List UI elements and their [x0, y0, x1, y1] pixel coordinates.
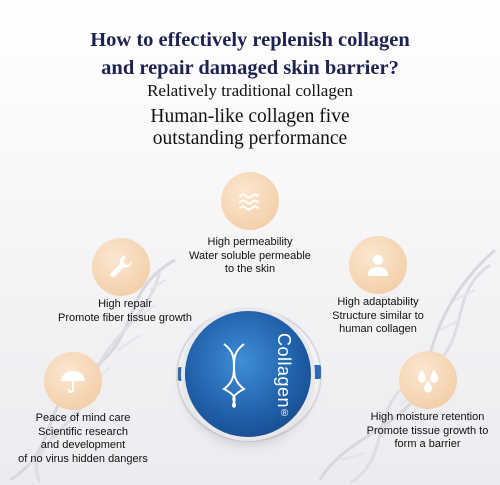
feature-permeability-line-3: to the skin: [224, 263, 276, 275]
subheading-human-like: Human-like collagen five outstanding per…: [0, 106, 500, 150]
feature-peace-line-4: of no virus hidden dangers: [18, 452, 148, 465]
feature-permeability-title: High permeability: [207, 236, 293, 248]
feature-moisture: High moisture retention Promote tissue g…: [360, 411, 495, 452]
feature-adaptability: High adaptability Structure similar to h…: [318, 296, 438, 337]
permeability-icon-circle: [221, 172, 279, 230]
dna-logo-icon: [222, 343, 246, 408]
feature-adaptability-title: High adaptability: [337, 296, 419, 308]
peace-icon-circle: [44, 352, 102, 410]
feature-moisture-title: High moisture retention: [370, 411, 485, 423]
product-name: Collagen: [274, 333, 294, 409]
person-icon: [368, 255, 388, 276]
repair-icon-circle: [92, 238, 150, 296]
waves-icon: [239, 193, 259, 211]
feature-peace-line-3: and development: [40, 439, 126, 451]
subheading-line-3: outstanding performance: [152, 128, 348, 149]
heading-line-2: and repair damaged skin barrier?: [101, 57, 399, 79]
feature-moisture-line-3: form a barrier: [394, 438, 461, 450]
adaptability-icon-circle: [349, 236, 407, 294]
subheading-line-2: Human-like collagen five: [150, 106, 350, 127]
feature-adaptability-line-3: human collagen: [339, 323, 417, 335]
feature-adaptability-line-2: Structure similar to: [332, 309, 424, 322]
feature-moisture-line-2: Promote tissue growth to: [366, 424, 489, 437]
main-heading: How to effectively replenish collagen an…: [0, 26, 500, 82]
wrench-icon: [110, 255, 132, 277]
droplets-icon: [418, 370, 438, 393]
feature-repair: High repair Promote fiber tissue growth: [50, 298, 200, 325]
collagen-product: Collagen®: [175, 305, 325, 445]
moisture-icon-circle: [399, 351, 457, 409]
product-label: Collagen®: [273, 333, 294, 420]
feature-repair-line-2: Promote fiber tissue growth: [58, 311, 192, 324]
heading-line-1: How to effectively replenish collagen: [90, 29, 410, 51]
feature-peace-line-2: Scientific research: [38, 425, 128, 438]
feature-peace-title: Peace of mind care: [35, 412, 131, 424]
feature-permeability: High permeability Water soluble permeabl…: [170, 236, 330, 277]
registered-mark: ®: [279, 408, 290, 420]
subheading-traditional: Relatively traditional collagen: [147, 81, 353, 100]
feature-repair-title: High repair: [98, 298, 152, 310]
feature-peace: Peace of mind care Scientific research a…: [8, 412, 158, 466]
feature-permeability-line-2: Water soluble permeable: [189, 249, 311, 262]
umbrella-icon: [61, 371, 85, 393]
collagen-ball: Collagen®: [185, 311, 311, 437]
